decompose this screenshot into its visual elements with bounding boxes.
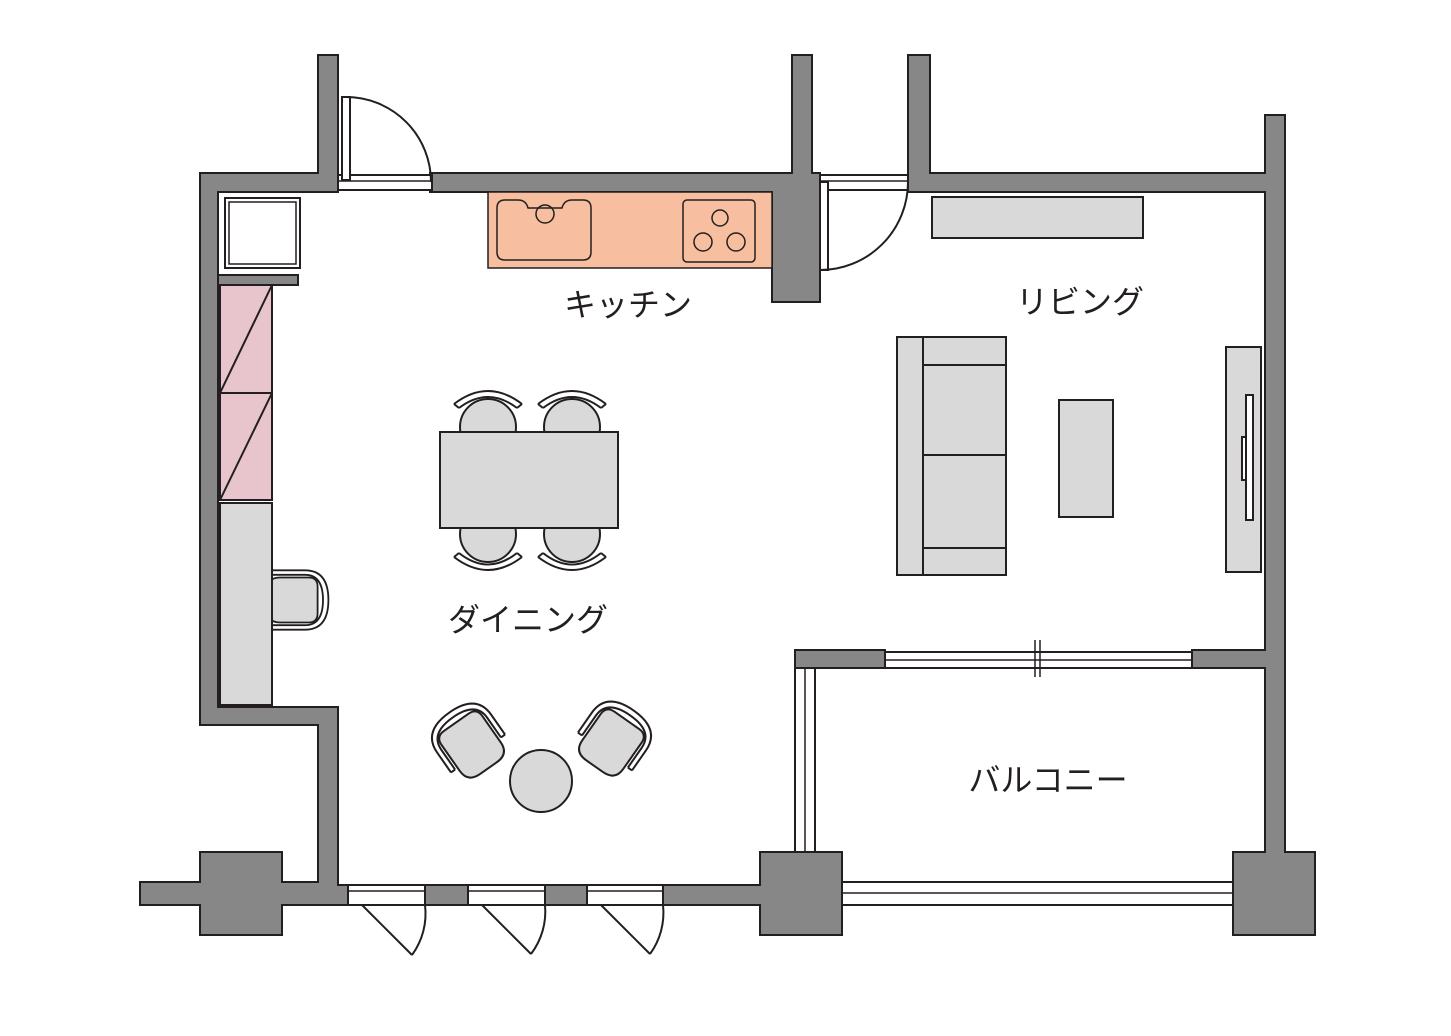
stove-burner	[711, 209, 729, 227]
wall-shelf-top	[931, 196, 1144, 239]
shelf-diagonal	[219, 284, 273, 394]
wall-bottom-column	[662, 851, 843, 936]
door-panel	[819, 181, 829, 271]
chair-seat	[578, 708, 645, 777]
armchair-right	[577, 700, 653, 777]
room-label-balcony: バルコニー	[968, 761, 1127, 799]
coffee-table	[1058, 399, 1114, 518]
chair-back-inner	[581, 706, 647, 769]
chair-back-inner	[436, 708, 502, 771]
wall-shelf-bar	[217, 274, 299, 286]
stove-burner	[693, 232, 713, 252]
balcony-railing-bottom	[841, 881, 1234, 906]
door-panel-line	[361, 904, 413, 956]
chair-back-outer	[577, 700, 653, 771]
sink	[496, 199, 592, 261]
wall-balcony-top	[794, 649, 886, 669]
wall-bottom-segment-2	[544, 884, 588, 906]
sofa	[896, 336, 1007, 576]
balcony-sliding-window	[884, 640, 1193, 677]
chair-back-outer	[430, 702, 506, 773]
room-label-kitchen: キッチン	[564, 286, 692, 324]
chair-back-outer	[537, 390, 607, 405]
washer-inner	[228, 201, 297, 265]
washer-box	[224, 197, 301, 269]
counter-top	[487, 191, 773, 269]
washer-outer	[224, 197, 301, 269]
stove	[682, 199, 756, 263]
wall-bottom-segment-1	[424, 884, 469, 906]
room-label-living: リビング	[1016, 283, 1144, 321]
chair-back-outer	[453, 556, 523, 571]
shelf-diagonal	[219, 392, 273, 501]
dining-table	[439, 431, 619, 529]
door-swing-arc	[411, 904, 427, 956]
door-panel-line	[600, 904, 651, 955]
round-table	[509, 749, 573, 813]
window-door-bottom-3	[586, 884, 665, 955]
chair-arm-cap	[627, 766, 633, 772]
chair-back-inner	[268, 573, 324, 627]
chair-back-outer	[268, 569, 330, 631]
window-frame	[586, 884, 664, 906]
door-panel	[341, 96, 351, 181]
door-panel-line	[481, 904, 532, 955]
window-door-bottom-1	[347, 884, 427, 956]
tv-base	[1241, 436, 1247, 481]
chair-back-inner	[458, 552, 518, 566]
desk	[219, 502, 273, 706]
chair-back-inner	[458, 396, 518, 409]
window-frame	[347, 884, 426, 906]
room-label-dining: ダイニング	[448, 601, 608, 639]
chair-back-cap	[600, 403, 607, 409]
chair-back-cap	[453, 552, 460, 558]
stove-burner	[726, 232, 746, 252]
door-swing-arc	[819, 181, 909, 271]
chair-back-outer	[537, 556, 607, 571]
chair-back-cap	[516, 403, 523, 409]
door-swing-arc	[530, 904, 547, 955]
chair-seat	[438, 710, 505, 779]
tv-stand	[1225, 346, 1262, 573]
window-door-bottom-2	[467, 884, 547, 955]
chair-back-inner	[542, 552, 602, 566]
door-swing-arc	[345, 96, 432, 183]
door-top-right	[819, 174, 909, 271]
chair-back-cap	[453, 403, 460, 409]
wall-right	[907, 54, 1316, 936]
door-swing-arc	[649, 904, 665, 955]
chair-arm-cap	[500, 733, 506, 739]
door-sill	[819, 174, 909, 191]
wall-left	[139, 54, 349, 936]
sofa-cushion	[922, 454, 1007, 549]
chair-back-outer	[453, 390, 523, 405]
chair-back-inner	[542, 396, 602, 409]
window-frame	[467, 884, 546, 906]
chair-back-cap	[537, 403, 544, 409]
tv-screen	[1245, 394, 1254, 521]
door-sill	[337, 174, 433, 191]
balcony-railing-left	[794, 667, 816, 853]
chair-back-cap	[516, 552, 523, 558]
storage-shelf-pink	[219, 284, 273, 501]
sofa-back	[896, 336, 924, 576]
kitchen-counter	[487, 191, 773, 269]
sofa-arm-top	[922, 336, 1007, 366]
chair-arm-cap	[577, 731, 583, 737]
sofa-arm-bottom	[922, 547, 1007, 576]
entrance-door-top-left	[337, 96, 433, 191]
sofa-cushion	[922, 364, 1007, 456]
sink-drain	[535, 204, 555, 224]
armchair-left	[430, 702, 506, 779]
chair-arm-cap	[450, 768, 456, 774]
chair-seat	[266, 576, 319, 624]
chair-back-cap	[600, 552, 607, 558]
chair-back-cap	[537, 552, 544, 558]
